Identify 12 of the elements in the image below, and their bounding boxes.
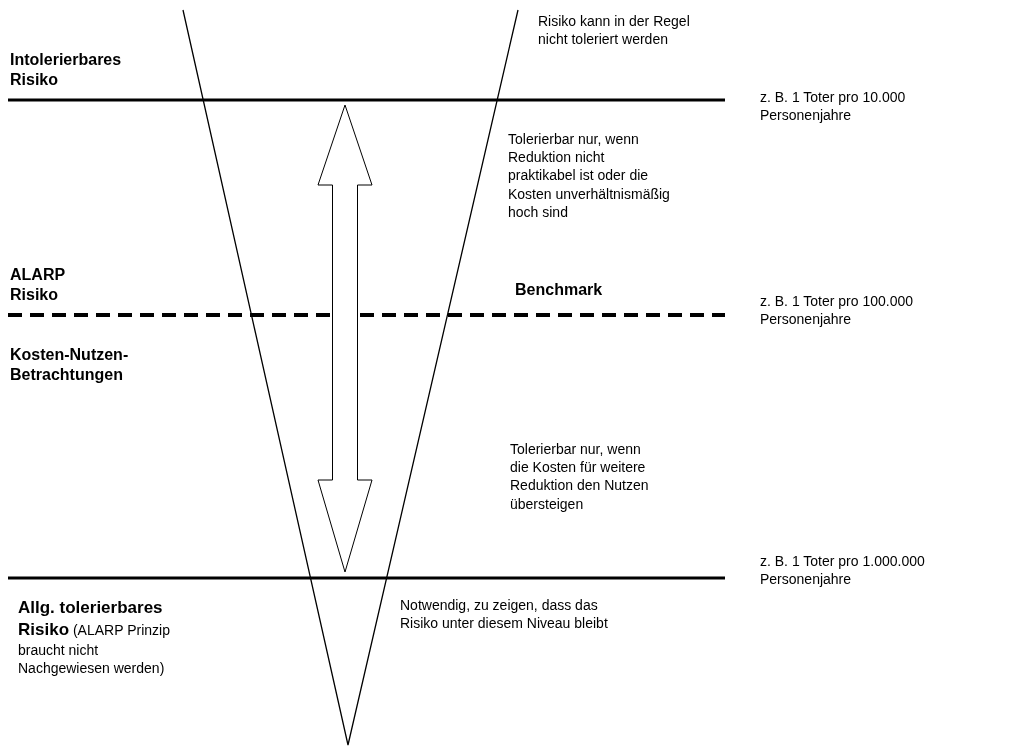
zone-heading: Allg. tolerierbares Risiko (ALARP Prinzip braucht nicht Nachgewiesen werden) [18, 597, 171, 678]
threshold-value: z. B. 1 Toter pro 100.000 Personenjahre [760, 292, 915, 329]
note-text: Tolerierbar nur, wenn Reduktion nicht praktikabel ist oder die Kosten unverhältnismäßig hoch sind [508, 130, 671, 221]
threshold-value: z. B. 1 Toter pro 1.000.000 Personenjahre [760, 552, 926, 589]
note-text: Risiko kann in der Regel nicht toleriert werden [538, 12, 691, 49]
zone-heading: Kosten-Nutzen-Betrachtungen [10, 345, 130, 385]
note-text: Tolerierbar nur, wenn die Kosten für weitere Reduktion den Nutzen übersteigen [510, 440, 650, 513]
benchmark-label: Benchmark [515, 280, 604, 300]
zone-heading: ALARP Risiko [10, 265, 66, 305]
note-text: Notwendig, zu zeigen, dass das Risiko unter diesem Niveau bleibt [400, 596, 609, 633]
threshold-value: z. B. 1 Toter pro 10.000 Personenjahre [760, 88, 907, 125]
zone-heading: Intolerierbares Risiko [10, 50, 123, 90]
